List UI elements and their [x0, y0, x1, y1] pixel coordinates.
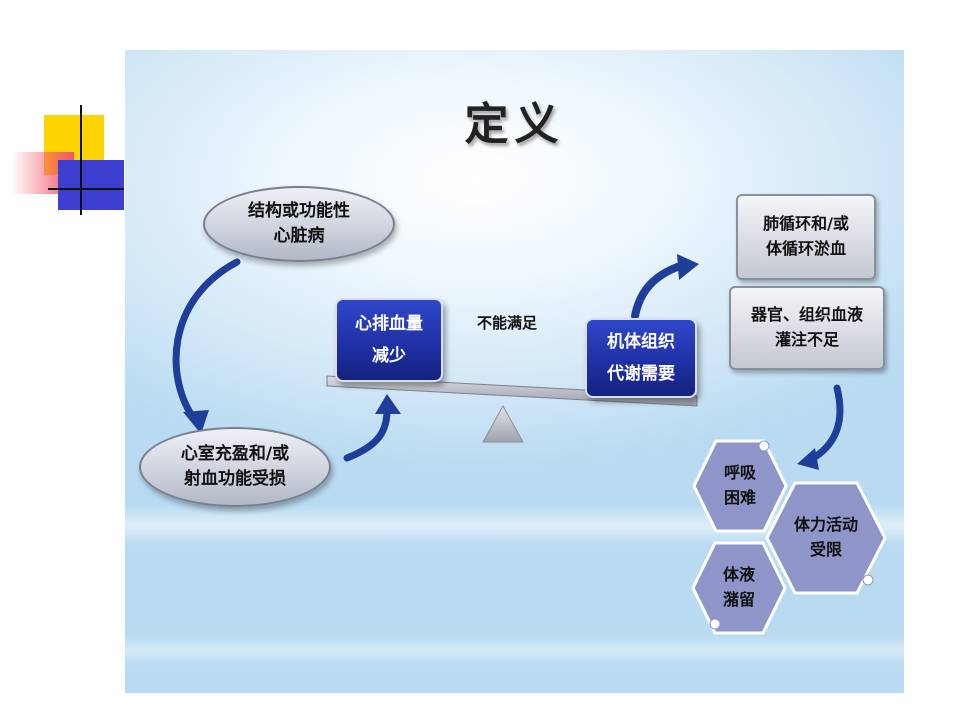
arrow-grey-to-hex: [806, 384, 844, 464]
box-cardiac-output: 心排血量减少: [335, 298, 443, 382]
oval-ventricular-dysfunction: 心室充盈和/或射血功能受损: [139, 427, 331, 507]
hex-fluid-retention: 体液潴留: [691, 540, 787, 636]
arrow-head: [375, 394, 401, 414]
box-organ-perfusion: 器官、组织血液灌注不足: [729, 286, 885, 370]
arrow-top-to-bottom: [172, 258, 241, 424]
box-metabolic-demand: 机体组织代谢需要: [585, 318, 697, 398]
arrow-head: [183, 410, 209, 434]
balance-beam: [326, 375, 698, 407]
arrow-head: [797, 448, 819, 470]
balance-label: 不能满足: [477, 314, 538, 332]
hex-activity-limited: 体力活动受限: [765, 480, 887, 596]
oval-structural-heart-disease: 结构或功能性心脏病: [203, 186, 395, 262]
diagram-panel: 定义 结构或功能性心脏病 心室充盈和/或射血功能受损 心排血: [125, 50, 904, 693]
page-title: 定义: [464, 99, 565, 150]
hex-dyspnea: 呼吸困难: [692, 438, 788, 534]
arrow-box-to-grey: [631, 262, 684, 320]
arrow-bottom-to-box: [343, 406, 391, 462]
connector-arrows: [172, 254, 844, 470]
box-circulation-congestion: 肺循环和/或体循环淤血: [736, 194, 876, 280]
balance-fulcrum: [482, 404, 524, 443]
arrow-head: [677, 254, 699, 280]
corner-decoration: [0, 100, 130, 220]
